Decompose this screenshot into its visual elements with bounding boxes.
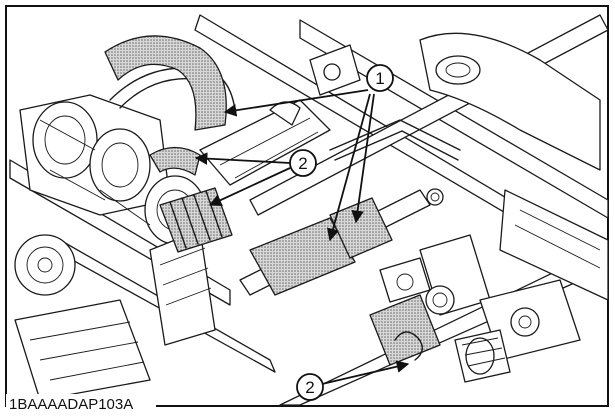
hoses-item-1 <box>104 35 393 296</box>
figure-code: 1BAAAADAP103A <box>9 396 133 413</box>
callout-1-label: 1 <box>375 69 384 88</box>
callout-2-lower: 2 <box>296 373 324 401</box>
leader-1-b <box>326 93 371 242</box>
leader-lines <box>194 89 410 385</box>
figure-code-bg <box>6 394 156 412</box>
engine-drawing <box>9 14 609 406</box>
callout-2-lower-label: 2 <box>305 378 314 397</box>
leader-2-a <box>194 152 291 165</box>
leader-2-c <box>321 360 410 385</box>
callout-2-upper-label: 2 <box>298 154 307 173</box>
leader-2-b <box>208 167 291 206</box>
leader-1-a <box>223 89 369 117</box>
callout-2-upper: 2 <box>289 149 317 177</box>
callout-1: 1 <box>366 64 394 92</box>
leader-1-c <box>351 93 375 224</box>
